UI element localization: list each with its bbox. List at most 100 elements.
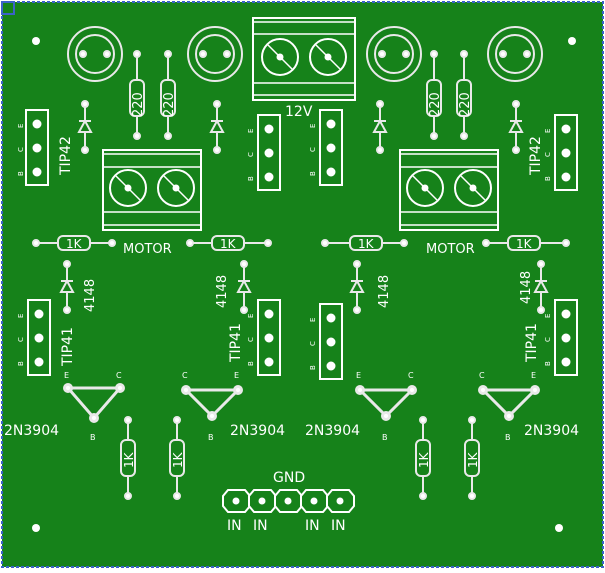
npn-3-pin-b: B xyxy=(382,433,388,442)
tip42-right-pin-c: C xyxy=(544,152,552,157)
label-r220-2: 220 xyxy=(162,92,177,117)
tip42-cr-pin-c: C xyxy=(309,147,317,152)
diode-top-1 xyxy=(77,100,93,154)
label-4148-3: 4148 xyxy=(377,275,392,308)
terminal-motor-right xyxy=(399,149,499,231)
label-gnd: GND xyxy=(273,470,305,486)
tip41-4-pin-b: B xyxy=(544,361,552,366)
label-r1k-v1: 1K xyxy=(122,451,136,468)
label-r1k-h3: 1K xyxy=(358,237,375,251)
label-npn-4: 2N3904 xyxy=(524,423,579,439)
tip42-left-pin-c: C xyxy=(17,147,25,152)
npn-2-pin-c: C xyxy=(182,371,188,380)
tip41-3 xyxy=(319,303,343,380)
diode-4148-1 xyxy=(59,260,75,314)
tip41-3-pin-e: E xyxy=(309,318,317,322)
label-npn-2: 2N3904 xyxy=(230,423,285,439)
led-top-2 xyxy=(187,26,243,82)
label-r220-4: 220 xyxy=(458,92,473,117)
npn-4-pin-b: B xyxy=(505,433,511,442)
tip41-4 xyxy=(554,299,578,376)
tip42-right xyxy=(554,114,578,191)
label-tip41-2: TIP41 xyxy=(228,323,244,363)
label-tip41-4: TIP41 xyxy=(524,323,540,363)
tip41-4-pin-c: C xyxy=(544,337,552,342)
resistor-1k-v4 xyxy=(464,416,480,500)
tip42-center-right xyxy=(319,109,343,186)
tip41-2-pin-b: B xyxy=(247,361,255,366)
terminal-motor-left xyxy=(102,149,202,231)
label-tip42-right: TIP42 xyxy=(528,136,544,176)
led-top-4 xyxy=(487,26,543,82)
resistor-220-1 xyxy=(129,50,145,140)
npn-1 xyxy=(63,383,125,423)
label-npn-1: 2N3904 xyxy=(4,423,59,439)
resistor-1k-v2 xyxy=(169,416,185,500)
label-tip41-1: TIP41 xyxy=(60,327,76,367)
diode-top-3 xyxy=(372,100,388,154)
label-motor-left: MOTOR xyxy=(123,242,172,257)
resistor-220-4 xyxy=(456,50,472,140)
led-top-3 xyxy=(366,26,422,82)
tip42-right-pin-e: E xyxy=(544,129,552,133)
tip41-3-pin-b: B xyxy=(309,365,317,370)
tip41-1 xyxy=(27,299,51,376)
tip42-left-pin-b: B xyxy=(17,171,25,176)
label-r1k-v3: 1K xyxy=(417,451,431,468)
frame-corner xyxy=(1,1,15,15)
label-4148-1: 4148 xyxy=(83,279,98,312)
input-header-pins xyxy=(232,497,344,505)
mounting-holes xyxy=(32,37,576,532)
npn-1-pin-b: B xyxy=(90,433,96,442)
resistor-1k-h2 xyxy=(186,235,272,251)
label-4148-4: 4148 xyxy=(519,271,534,304)
npn-2 xyxy=(181,385,243,421)
tip41-1-pin-c: C xyxy=(17,337,25,342)
label-r220-3: 220 xyxy=(428,92,443,117)
diode-top-4 xyxy=(508,100,524,154)
npn-4-pin-e: E xyxy=(531,371,536,380)
tip42-cr-pin-b: B xyxy=(309,171,317,176)
resistor-1k-v3 xyxy=(415,416,431,500)
tip42-cl-pin-c: C xyxy=(247,152,255,157)
npn-4 xyxy=(478,385,540,421)
resistor-1k-h3 xyxy=(321,235,408,251)
tip41-1-pin-e: E xyxy=(17,314,25,318)
npn-2-pin-e: E xyxy=(234,371,239,380)
resistor-1k-h1 xyxy=(32,235,116,251)
tip41-2-pin-c: C xyxy=(247,337,255,342)
tip42-left-pin-e: E xyxy=(17,124,25,128)
label-4148-2: 4148 xyxy=(215,275,230,308)
npn-1-pin-e: E xyxy=(64,371,69,380)
npn-2-pin-b: B xyxy=(208,433,214,442)
npn-4-pin-c: C xyxy=(479,371,485,380)
diode-4148-4 xyxy=(533,260,549,314)
label-in-4: IN xyxy=(331,518,346,534)
label-r1k-h2: 1K xyxy=(220,237,237,251)
npn-1-pin-c: C xyxy=(116,371,122,380)
diode-4148-2 xyxy=(236,260,252,314)
tip42-cl-pin-b: B xyxy=(247,176,255,181)
tip41-1-pin-b: B xyxy=(17,361,25,366)
tip41-2 xyxy=(257,299,281,376)
tip42-right-pin-b: B xyxy=(544,176,552,181)
label-in-1: IN xyxy=(227,518,242,534)
label-in-2: IN xyxy=(253,518,268,534)
resistor-220-2 xyxy=(160,50,176,140)
tip41-4-pin-e: E xyxy=(544,314,552,318)
tip41-2-pin-e: E xyxy=(247,314,255,318)
tip41-3-pin-c: C xyxy=(309,341,317,346)
diode-top-2 xyxy=(209,100,225,154)
resistor-220-3 xyxy=(426,50,442,140)
label-r220-1: 220 xyxy=(131,92,146,117)
label-r1k-v2: 1K xyxy=(171,451,185,468)
label-r1k-v4: 1K xyxy=(466,451,480,468)
label-r1k-h4: 1K xyxy=(516,237,533,251)
npn-3 xyxy=(355,385,417,421)
npn-3-pin-e: E xyxy=(356,371,361,380)
resistor-1k-h4 xyxy=(482,235,570,251)
label-tip42-left: TIP42 xyxy=(58,136,74,176)
label-12v: 12V xyxy=(285,104,313,120)
tip42-cr-pin-e: E xyxy=(309,124,317,128)
